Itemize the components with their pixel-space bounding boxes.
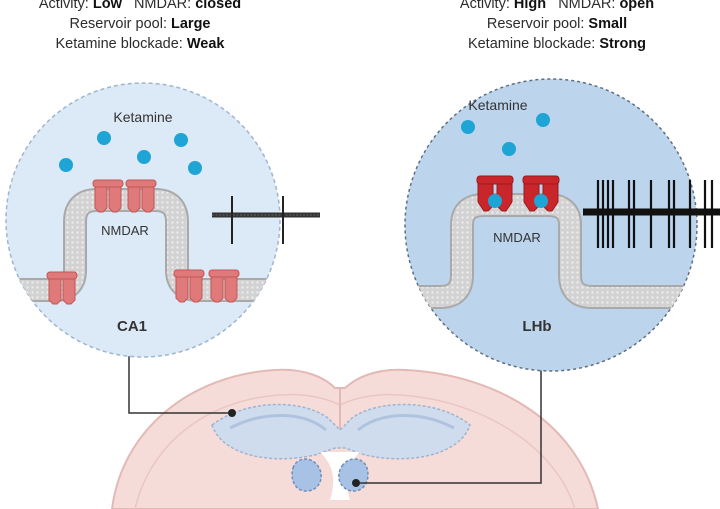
- region-label-ca1: CA1: [117, 318, 147, 335]
- ketamine-label: Ketamine: [468, 97, 527, 113]
- lhb-membrane: [405, 195, 697, 307]
- ca1-panel: Ketamine NMDAR CA1: [5, 82, 320, 358]
- lhb-panel: Ketamine NMDAR LHb: [404, 78, 720, 372]
- nmdar-label: NMDAR: [101, 223, 149, 238]
- right-caption: Activity: High NMDAR: open Reservoir poo…: [459, 0, 655, 52]
- lhb-leader-line: [356, 366, 542, 484]
- ketamine-dot: [502, 142, 516, 156]
- brain-section: [110, 368, 600, 509]
- ketamine-dot-bound: [488, 194, 502, 208]
- hippocampus-region: [211, 403, 471, 460]
- region-label-lhb: LHb: [522, 318, 551, 335]
- hippocampus-inner: [229, 413, 455, 432]
- ca1-leader-dot: [228, 409, 236, 417]
- ketamine-dot: [174, 133, 188, 147]
- ketamine-dot: [97, 131, 111, 145]
- ketamine-dot-bound: [534, 194, 548, 208]
- ca1-leader-line: [128, 350, 232, 414]
- ketamine-dot: [536, 113, 550, 127]
- nmdar-label: NMDAR: [493, 230, 541, 245]
- ketamine-dot: [461, 120, 475, 134]
- ketamine-label: Ketamine: [113, 109, 172, 125]
- lhb-region-left: [291, 458, 322, 492]
- lhb-leader-dot: [352, 479, 360, 487]
- ketamine-dot: [188, 161, 202, 175]
- ketamine-dot: [137, 150, 151, 164]
- ketamine-dot: [59, 158, 73, 172]
- lhb-region-right: [338, 458, 369, 492]
- left-caption: Activity: Low NMDAR: closed Reservoir po…: [38, 0, 242, 52]
- ca1-spike-trace: [212, 196, 320, 244]
- lhb-spike-trace: [583, 180, 720, 248]
